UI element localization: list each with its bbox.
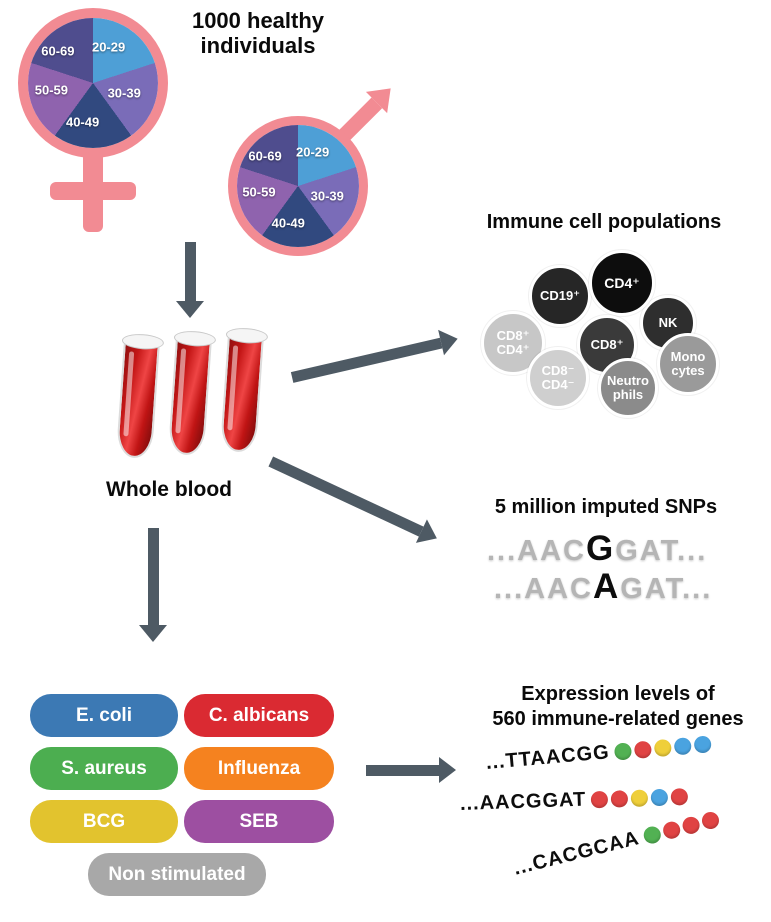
- arrow-shaft: [290, 337, 443, 383]
- study-title-line1: 1000 healthy: [191, 8, 325, 33]
- cell-cd4: CD4⁺: [589, 250, 655, 316]
- cell-label-line: cytes: [671, 363, 705, 378]
- expression-dots: [590, 788, 689, 809]
- blood-tube: [219, 326, 269, 454]
- age-segment-label: 30-39: [107, 85, 141, 101]
- female-symbol: 20-29 30-39 40-49 50-59 60-69: [18, 8, 168, 158]
- snps-heading: 5 million imputed SNPs: [494, 496, 718, 518]
- sequence-flank: GAT...: [615, 535, 708, 567]
- age-segment-label: 60-69: [248, 148, 282, 163]
- gene-sequence: ...CACGCAA: [511, 827, 642, 880]
- age-segment-label: 60-69: [41, 43, 75, 58]
- tube-rim: [173, 329, 217, 348]
- arrow-blood-to-stimuli: [139, 528, 167, 642]
- cell-label-line: Mono: [670, 349, 706, 365]
- stimulus-label: C. albicans: [208, 704, 310, 726]
- immune-cell-cluster: CD8⁺ CD4⁺ CD19⁺ NK CD4⁺ Mono cytes CD8⁺ …: [470, 245, 770, 435]
- arrow-head: [438, 326, 461, 356]
- cell-monocytes: Mono cytes: [657, 333, 719, 395]
- snp-sequence-alt: ...AACAGAT...: [494, 567, 712, 607]
- stimulus-bcg: BCG: [30, 800, 178, 843]
- stimulus-label: E. coli: [76, 704, 132, 726]
- sequence-flank: ...AAC: [494, 573, 593, 605]
- cell-cd19: CD19⁺: [529, 265, 591, 327]
- tube-rim: [225, 326, 269, 345]
- snp-variant-allele: A: [593, 567, 621, 606]
- stimulus-label: Non stimulated: [108, 863, 246, 885]
- cell-label-line: CD8⁺: [496, 328, 530, 344]
- age-segment-label: 50-59: [242, 184, 276, 200]
- gene-sequence: ...TTAACGG: [484, 741, 611, 774]
- cell-label-line: CD19⁺: [539, 288, 581, 304]
- arrow-stimuli-to-expression: [366, 757, 456, 783]
- age-segment-label: 50-59: [34, 82, 69, 97]
- stimulus-ecoli: E. coli: [30, 694, 178, 737]
- blood-tube: [167, 329, 217, 457]
- snp-variant-allele: G: [586, 529, 616, 568]
- arrow-blood-to-snps: [266, 449, 443, 551]
- age-segment-label: 30-39: [310, 188, 344, 204]
- cell-label-line: NK: [658, 315, 678, 331]
- tube-rim: [121, 332, 165, 351]
- age-segment-label: 20-29: [296, 144, 330, 160]
- whole-blood-label: Whole blood: [106, 478, 232, 501]
- arrow-head: [139, 625, 167, 642]
- arrow-shaft: [268, 456, 424, 537]
- cell-label-line: Neutro: [607, 373, 649, 389]
- blood-tube: [115, 332, 165, 460]
- stimulus-influenza: Influenza: [184, 747, 334, 790]
- cell-label-line: CD4⁺: [496, 342, 530, 357]
- age-segment-label: 40-49: [65, 114, 100, 130]
- arrow-head: [176, 301, 204, 318]
- sequence-flank: GAT...: [620, 573, 713, 605]
- expression-heading-line2: 560 immune-related genes: [492, 708, 744, 730]
- gene-sequence: ...AACGGAT: [459, 788, 587, 815]
- cell-label-line: CD4⁺: [604, 274, 640, 291]
- stimulus-saureus: S. aureus: [30, 747, 178, 790]
- male-symbol: 20-29 30-39 40-49 50-59 60-69: [228, 116, 368, 256]
- expression-sequence-row: ...TTAACGG: [485, 732, 712, 775]
- stimulus-label: S. aureus: [61, 757, 147, 779]
- female-symbol-crossbar: [50, 182, 136, 200]
- arrow-shaft: [147, 528, 159, 625]
- cell-label-line: phils: [612, 387, 644, 402]
- cell-label-line: CD4⁻: [541, 377, 575, 392]
- age-segment-label: 20-29: [91, 39, 126, 55]
- arrow-shaft: [184, 242, 196, 301]
- cell-cd8neg-cd4neg: CD8⁻ CD4⁻: [527, 347, 589, 409]
- expression-sequence-row: ...CACGCAA: [511, 807, 721, 880]
- stimulus-calbicans: C. albicans: [184, 694, 334, 737]
- arrow-blood-to-cells: [289, 326, 461, 390]
- female-age-pie: 20-29 30-39 40-49 50-59 60-69: [28, 18, 158, 148]
- stimulus-label: SEB: [239, 810, 279, 832]
- arrow-shaft: [366, 764, 439, 776]
- expression-dots: [613, 735, 712, 761]
- snp-sequence-ref: ...AACGGAT...: [487, 529, 707, 569]
- stimulus-label: Influenza: [217, 757, 301, 779]
- sequence-flank: ...AAC: [487, 535, 586, 567]
- stimulus-label: BCG: [82, 810, 126, 832]
- age-segment-label: 40-49: [271, 215, 305, 231]
- immune-populations-heading: Immune cell populations: [486, 211, 722, 233]
- cell-neutrophils: Neutro phils: [598, 358, 658, 418]
- arrow-individuals-to-blood: [176, 242, 204, 318]
- expression-heading-line1: Expression levels of: [521, 683, 715, 705]
- expression-dots: [641, 810, 721, 846]
- expression-sequence-row: ...AACGGAT: [460, 785, 689, 816]
- study-title-line2: individuals: [200, 33, 316, 59]
- stimulus-non-stimulated: Non stimulated: [88, 853, 266, 896]
- cell-label-line: CD8⁺: [590, 337, 624, 353]
- stimulus-seb: SEB: [184, 800, 334, 843]
- arrow-head: [439, 757, 456, 783]
- expression-heading: Expression levels of 560 immune-related …: [468, 682, 768, 732]
- blood-tubes: [115, 326, 280, 464]
- cell-label-line: CD8⁻: [541, 363, 575, 379]
- study-title: 1000 healthy individuals: [163, 8, 353, 59]
- male-age-pie: 20-29 30-39 40-49 50-59 60-69: [237, 125, 359, 247]
